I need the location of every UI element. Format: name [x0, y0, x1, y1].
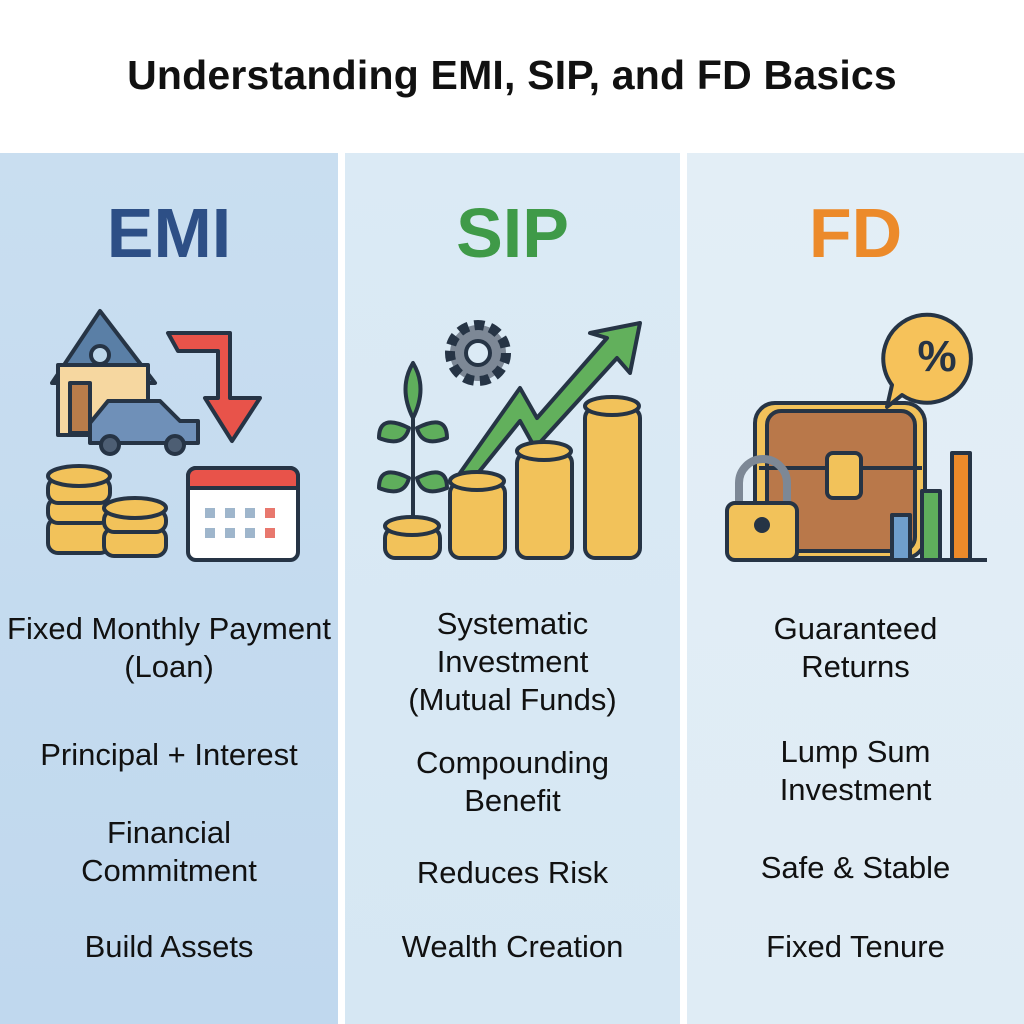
emi-heading: EMI — [106, 194, 232, 272]
sip-item-3: Reduces Risk — [416, 855, 609, 890]
fd-item-2: Lump Sum Investment — [779, 734, 932, 807]
house-car-arrow-coins-calendar-icon — [46, 309, 300, 562]
fd-item-4: Fixed Tenure — [766, 929, 945, 964]
emi-column: EMI Fixed Monthly Payment (Loan) Princip… — [0, 153, 338, 1024]
fd-item-3: Safe & Stable — [760, 850, 951, 885]
sip-column: SIP Systematic Investment (Mutual Funds)… — [345, 153, 680, 1024]
svg-text:%: % — [917, 332, 956, 381]
emi-item-1: Fixed Monthly Payment (Loan) — [7, 611, 331, 684]
fd-item-1: Guaranteed Returns — [773, 611, 938, 684]
sip-heading: SIP — [456, 194, 569, 272]
emi-item-3: Financial Commitment — [81, 815, 257, 888]
sip-item-2: Compounding Benefit — [415, 745, 610, 818]
chest-lock-percent-bars-icon: % — [725, 312, 987, 562]
emi-item-2: Principal + Interest — [40, 737, 298, 772]
sip-item-4: Wealth Creation — [401, 929, 624, 964]
page-title: Understanding EMI, SIP, and FD Basics — [127, 51, 897, 98]
fd-heading: FD — [808, 194, 903, 272]
sip-item-1: Systematic Investment (Mutual Funds) — [408, 606, 617, 717]
emi-item-4: Build Assets — [84, 929, 254, 964]
plant-gear-growth-arrow-coins-icon — [377, 320, 642, 560]
fd-column: FD % Guaranteed Returns Lump Sum Investm… — [687, 153, 1024, 1024]
